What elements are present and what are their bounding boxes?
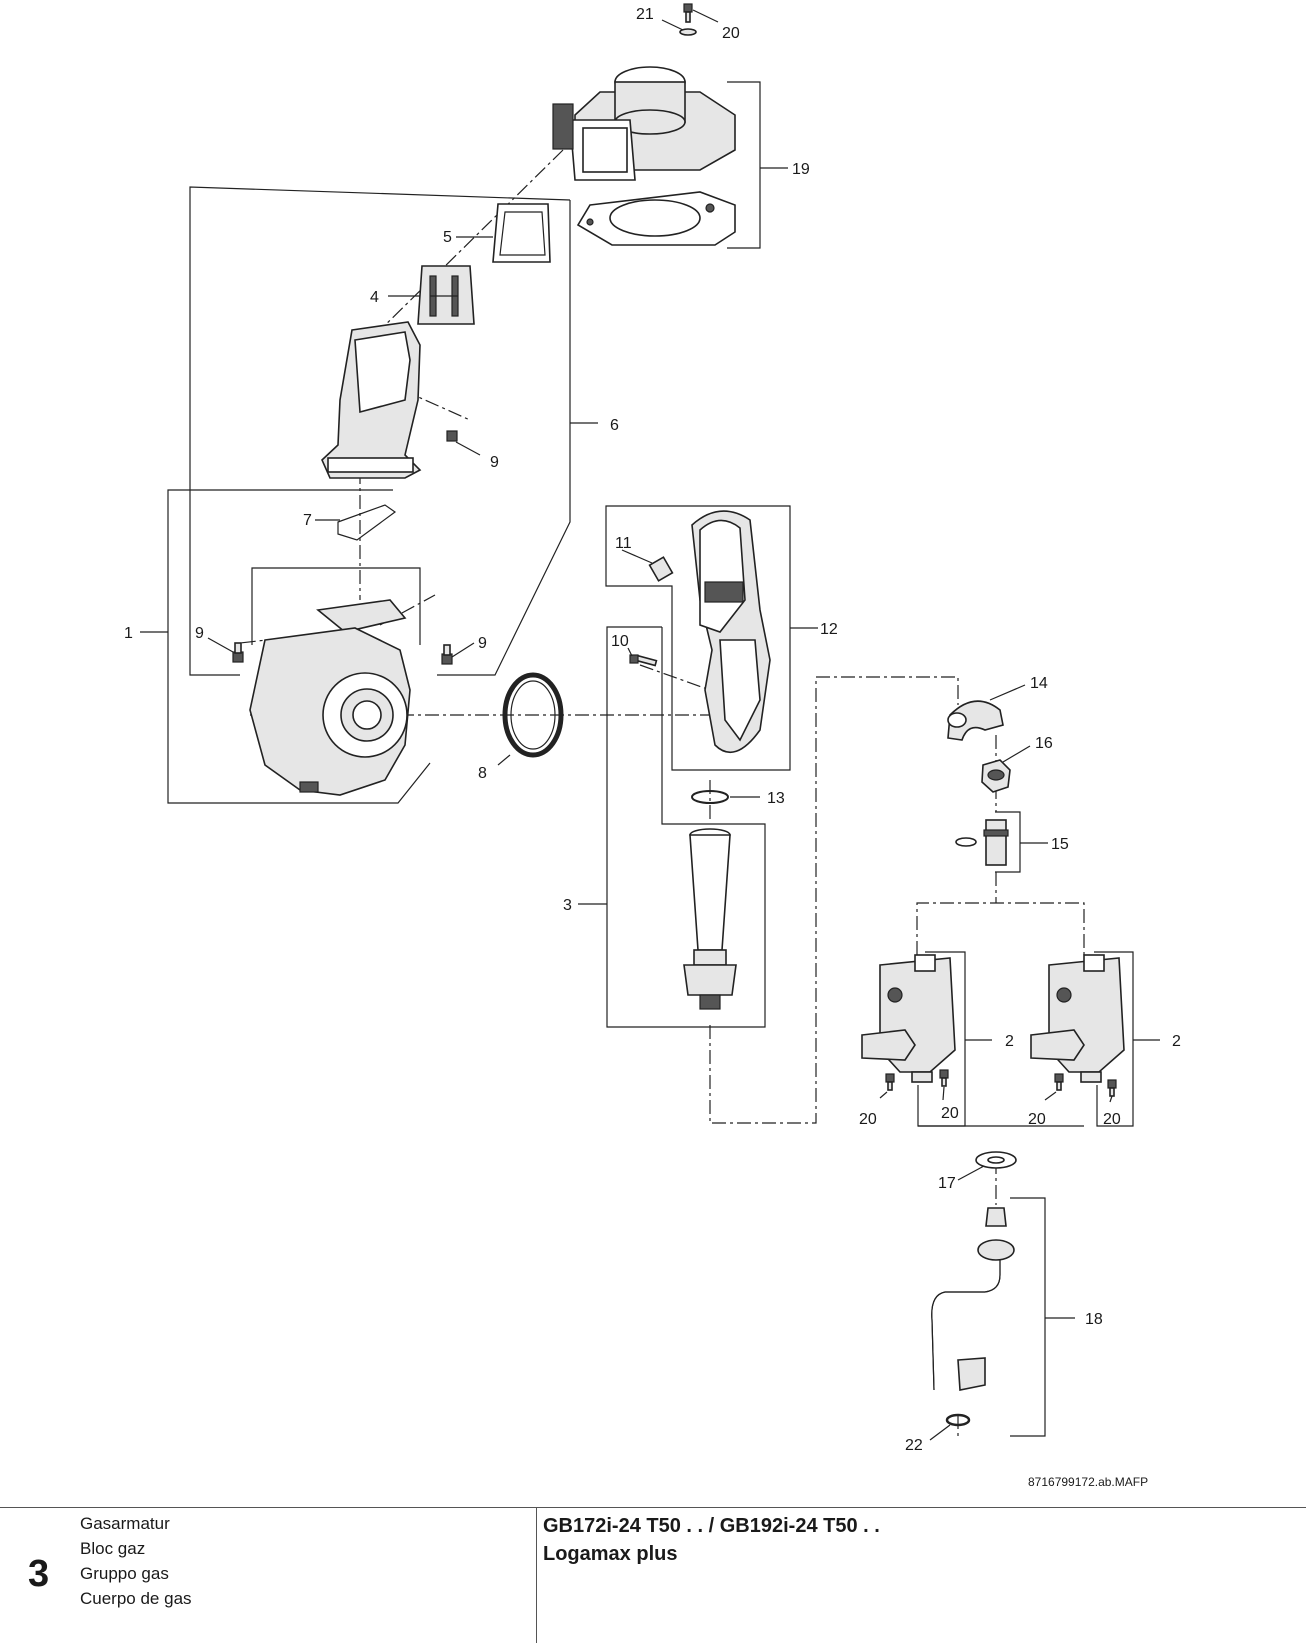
gasket-5 xyxy=(492,203,551,263)
callout-6: 6 xyxy=(610,417,619,434)
model-title: GB172i-24 T50 . . / GB192i-24 T50 . . Lo… xyxy=(543,1512,880,1568)
callout-16: 16 xyxy=(1035,735,1053,752)
model-line: GB172i-24 T50 . . / GB192i-24 T50 . . xyxy=(543,1515,880,1537)
drawing-reference: 8716799172.ab.MAFP xyxy=(1028,1475,1148,1489)
exploded-parts-diagram: 21 20 19 5 4 6 9 7 1 9 9 8 11 12 10 13 3… xyxy=(124,3,1181,1489)
callout-7: 7 xyxy=(303,512,312,529)
venturi-housing xyxy=(321,321,422,479)
callout-labels: 21 20 19 5 4 6 9 7 1 9 9 8 11 12 10 13 3… xyxy=(124,6,1181,1489)
callout-2-b: 2 xyxy=(1172,1033,1181,1050)
connector-15 xyxy=(955,819,1009,866)
screw-10 xyxy=(629,654,658,667)
burner-head-assembly xyxy=(552,66,736,246)
product-line: Logamax plus xyxy=(543,1543,678,1565)
callout-20-b: 20 xyxy=(941,1105,959,1122)
callout-15: 15 xyxy=(1051,836,1069,853)
callout-20-top: 20 xyxy=(722,25,740,42)
gas-valve-right xyxy=(1030,954,1125,1083)
callout-20-a: 20 xyxy=(859,1111,877,1128)
callout-3: 3 xyxy=(563,897,572,914)
callout-21: 21 xyxy=(636,6,654,23)
gasket-7 xyxy=(337,504,397,541)
washer-17 xyxy=(975,1151,1017,1169)
callout-9-b: 9 xyxy=(195,625,204,642)
o-ring-13 xyxy=(691,790,729,804)
callout-4: 4 xyxy=(370,289,379,306)
callout-10: 10 xyxy=(611,633,629,650)
title-block: 3 Gasarmatur Bloc gaz Gruppo gas Cuerpo … xyxy=(0,1507,1306,1643)
gas-pipe-18 xyxy=(931,1207,1015,1427)
callout-20-d: 20 xyxy=(1103,1111,1121,1128)
nut-16 xyxy=(981,759,1011,793)
callout-5: 5 xyxy=(443,229,452,246)
callout-11: 11 xyxy=(615,535,632,552)
callout-18: 18 xyxy=(1085,1311,1103,1328)
venturi-tube-3 xyxy=(683,828,737,1010)
section-number: 3 xyxy=(28,1553,50,1595)
screws-20 xyxy=(885,1069,1117,1097)
sleeve-11 xyxy=(648,556,674,582)
name-it: Gruppo gas xyxy=(80,1564,169,1583)
callout-20-c: 20 xyxy=(1028,1111,1046,1128)
section-names: Gasarmatur Bloc gaz Gruppo gas Cuerpo de… xyxy=(80,1511,192,1611)
callout-17: 17 xyxy=(938,1175,956,1192)
gas-pipe-12 xyxy=(691,510,771,754)
fan-blower xyxy=(249,599,411,796)
footer-divider xyxy=(536,1508,537,1643)
top-screw xyxy=(679,3,697,36)
callout-22: 22 xyxy=(905,1437,923,1454)
callout-19: 19 xyxy=(792,161,810,178)
callout-8: 8 xyxy=(478,765,487,782)
callout-1: 1 xyxy=(124,625,133,642)
non-return-valve xyxy=(417,265,475,325)
leader-lines xyxy=(207,9,1113,1441)
callout-13: 13 xyxy=(767,790,785,807)
callout-2-a: 2 xyxy=(1005,1033,1014,1050)
callout-9-a: 9 xyxy=(490,454,499,471)
callout-9-c: 9 xyxy=(478,635,487,652)
assembly-brackets xyxy=(140,81,1160,1437)
o-ring-8 xyxy=(502,672,564,758)
screws-9 xyxy=(232,430,458,665)
callout-14: 14 xyxy=(1030,675,1048,692)
elbow-14 xyxy=(947,700,1004,741)
name-de: Gasarmatur xyxy=(80,1514,170,1533)
callout-12: 12 xyxy=(820,621,838,638)
name-es: Cuerpo de gas xyxy=(80,1589,192,1608)
name-fr: Bloc gaz xyxy=(80,1539,146,1558)
gas-valve-left xyxy=(861,954,956,1083)
